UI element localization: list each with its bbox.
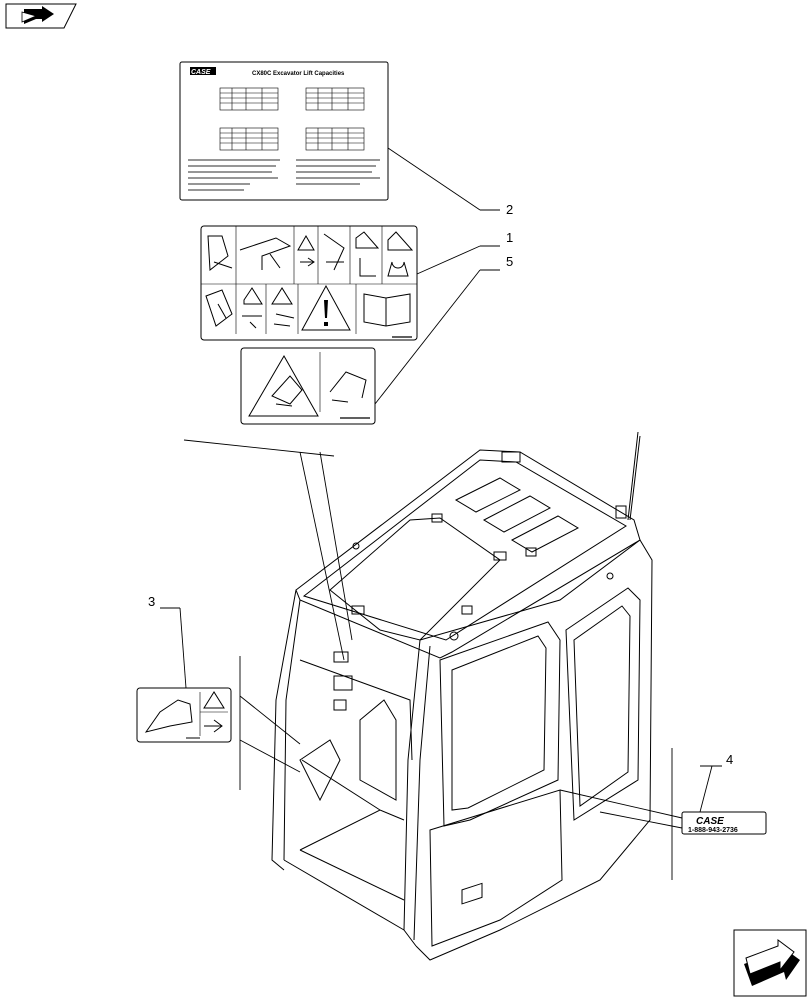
manual-book-icon <box>363 293 411 327</box>
lift-table-bottom-left <box>219 127 279 151</box>
callout-1: 1 <box>506 230 513 245</box>
decal-warning-arm <box>240 347 376 425</box>
decal-lift-logo: CASE <box>191 69 211 76</box>
callout-labels: 2 1 5 3 4 <box>148 202 733 767</box>
crush-hazard-icon <box>207 235 233 271</box>
case-logo-small <box>190 67 216 75</box>
leader-lines <box>160 147 722 880</box>
small-warning-icon <box>203 691 225 709</box>
decal-case-contact: CASE 1-888-943-2736 <box>681 811 767 835</box>
decal-lift-title: CX80C Excavator Lift Capacities <box>252 71 345 77</box>
lift-table-bottom-right <box>305 127 365 151</box>
callout-3: 3 <box>148 594 155 609</box>
decal-safety-pictograms <box>200 225 418 341</box>
arrow-right-icon <box>300 257 315 267</box>
excavator-icon <box>144 699 193 733</box>
tip-warning-icon <box>271 287 295 327</box>
callout-5: 5 <box>506 254 513 269</box>
decal-side-warning <box>136 687 232 743</box>
bucket-swing-icon <box>329 371 367 403</box>
lift-table-top-left <box>219 87 279 111</box>
warning-triangle-icon <box>297 234 315 251</box>
crush-warning-triangle-icon <box>248 354 319 417</box>
book-arrow-icon[interactable] <box>5 3 77 29</box>
lift-table-top-right <box>305 87 365 111</box>
lift-notes-text <box>188 159 380 191</box>
arm-swing-icon <box>323 233 345 271</box>
decal-case-phone: 1-888-943-2736 <box>688 827 738 834</box>
exit-arrow-icon <box>204 719 223 733</box>
operator-cab <box>271 431 653 961</box>
seated-operator-icon <box>387 231 414 277</box>
overturn-hazard-icon <box>242 287 263 329</box>
excavator-arm-icon <box>271 375 303 407</box>
general-warning-icon <box>301 284 351 331</box>
callout-4: 4 <box>726 752 733 767</box>
boom-hazard-icon <box>239 237 292 270</box>
decal-lift-capacity: CASE CX80C Excavator Lift Capacities <box>179 61 389 201</box>
entanglement-icon <box>205 289 233 327</box>
fall-hazard-icon <box>355 231 380 277</box>
decal-case-logo: CASE <box>696 816 724 827</box>
callout-2: 2 <box>506 202 513 217</box>
next-page-arrow-icon[interactable] <box>733 929 807 997</box>
